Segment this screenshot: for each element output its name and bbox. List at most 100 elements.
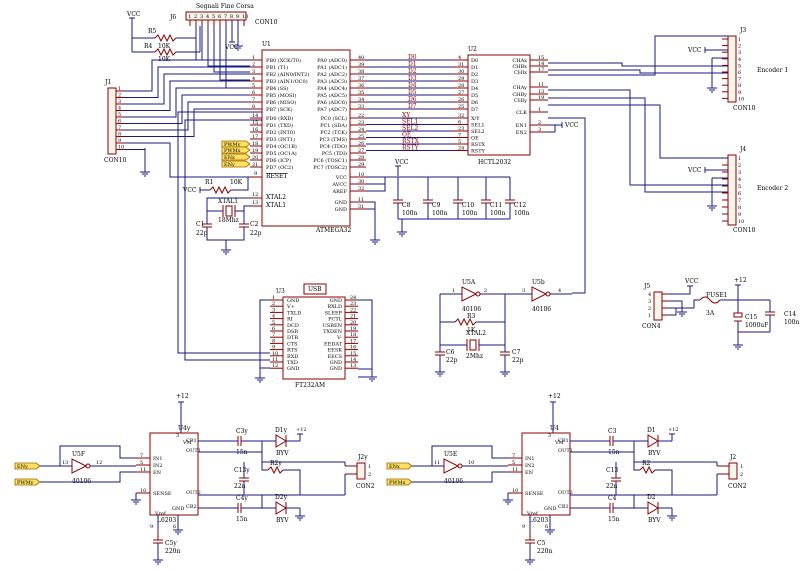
vcc-top-left: VCC (126, 11, 141, 36)
cap-c3: C3y (236, 428, 248, 435)
svg-text:C14: C14 (784, 311, 796, 318)
u3-pin-name: V- (336, 335, 342, 341)
cap-c4: C4 (608, 495, 617, 502)
cap-value: 100n (402, 210, 417, 217)
u1-pin-name: PC5 (TDI) (322, 150, 347, 157)
u2-pin-num: 27 (458, 90, 464, 96)
data-line-D4: D4 (408, 82, 417, 89)
pin-vm: VM (554, 440, 564, 446)
vcc-j6: VCC (224, 20, 244, 51)
u1-pin-name: PC7 (TOSC2) (313, 164, 347, 171)
j6-pin-5: 5 (212, 14, 215, 20)
svg-text:2Mhz: 2Mhz (466, 353, 483, 360)
net-label-PWMy (221, 140, 251, 148)
u2-pin-num: 23 (458, 126, 464, 132)
encoder-wires (548, 35, 728, 193)
u2-pin-name: CHAy (513, 85, 528, 91)
ctrl-line-RSTY: RSTY (402, 145, 420, 152)
u1-pin-num: 40 (358, 55, 364, 61)
u1-pin-num: 35 (358, 90, 364, 96)
svg-text:ATMEGA32: ATMEGA32 (315, 227, 351, 234)
j1-pin-8: 8 (118, 132, 121, 138)
j3pins-pin-9: 9 (738, 90, 741, 96)
cap-c3: C3 (608, 428, 617, 435)
u2-pin-name: X/Y (471, 116, 480, 122)
u1-pin-name: PB0 (XCK/T0) (266, 57, 301, 64)
u2-pin-name: CHIy (514, 98, 527, 104)
u3-pin-name: GND (330, 298, 342, 304)
u1-pin-num: 3 (252, 69, 255, 75)
u1-pin-name: PB1 (T1) (266, 64, 288, 71)
u2-pin-name: D2 (471, 72, 478, 78)
u3-pin-num: 21 (350, 314, 356, 320)
j4pins-pin-7: 7 (738, 198, 741, 204)
svg-text:1000uF: 1000uF (745, 322, 768, 329)
svg-text:U5A: U5A (462, 279, 476, 286)
j1-pin-2: 2 (118, 93, 121, 99)
inverter-ref: U5E (444, 451, 457, 458)
j5-pin-4: 4 (648, 292, 651, 298)
svg-text:VCC: VCC (182, 187, 197, 194)
svg-text:VCC: VCC (224, 44, 239, 51)
l6203-name: L6203 (157, 517, 176, 524)
u2-pin-num: 11 (538, 82, 544, 88)
data-line-D7: D7 (408, 103, 417, 110)
u1-pin-num: 39 (358, 62, 364, 68)
ft232-wires (177, 111, 378, 383)
j1-wire (124, 94, 250, 124)
u1-pin-name: PC0 (SCL) (321, 115, 347, 122)
svg-text:HCTL2032: HCTL2032 (478, 159, 511, 166)
j1-wire (124, 73, 250, 105)
u1-pin-num: 1 (252, 55, 255, 61)
u3-pin-name: CTS (287, 341, 298, 347)
svg-text:CON10: CON10 (733, 227, 756, 234)
u2-pin-num: 19 (538, 95, 544, 101)
u2-pin-num: 30 (458, 69, 464, 75)
plus12: +12 (548, 393, 561, 400)
pin-in2: IN2 (525, 463, 535, 469)
connector-name: CON2 (728, 483, 747, 490)
pin-n: 3 (548, 433, 551, 439)
cap-c5: C5y (165, 540, 177, 547)
u1-pin-name: PD7 (OC2) (266, 164, 293, 171)
u1-pin-name: AVCC (331, 182, 347, 188)
u3-pin-name: EESK (328, 348, 343, 354)
plus12: +12 (296, 427, 307, 433)
u1-pin-num: 8 (252, 104, 255, 110)
j3pins-pin-6: 6 (738, 70, 741, 76)
svg-text:XTAL1: XTAL1 (218, 198, 238, 205)
data-line-D1: D1 (408, 61, 417, 68)
svg-text:18Mhz: 18Mhz (218, 217, 239, 224)
u3-pin-name: TXDEN (323, 329, 343, 335)
u2-pin-name: D5 (471, 93, 478, 99)
svg-text:10K: 10K (230, 179, 243, 186)
j1-wire (124, 87, 250, 118)
j4pins-pin-5: 5 (738, 184, 741, 190)
u1-pin-name: PA5 (ADC5) (317, 92, 347, 99)
u3-pin-num: 1 (272, 295, 275, 301)
data-line-D3: D3 (408, 75, 417, 82)
pin-cb2: CB2 (558, 504, 569, 510)
u1-pin-name: PA1 (ADC1) (317, 64, 347, 71)
svg-text:9: 9 (254, 171, 257, 177)
j6-name: CON10 (255, 19, 278, 26)
pin-out1: OUT1 (186, 448, 201, 454)
svg-text:22p: 22p (512, 357, 524, 364)
pin-number: 5 (512, 460, 515, 466)
u2-pin-name: RSTY (471, 149, 486, 155)
u1-pin-num: 18 (252, 141, 258, 147)
u1-pin-name: PD2 (INT0) (266, 129, 295, 136)
crystal-xtal1: XTAL1 18Mhz C1 22p C2 22p (196, 197, 262, 255)
u1-pin-name: PC1 (SDA) (320, 122, 347, 129)
u1-pin-num: 21 (252, 162, 258, 168)
j3pins-pin-10: 10 (738, 96, 744, 102)
j6-wire (213, 26, 250, 73)
svg-text:VCC: VCC (687, 47, 702, 54)
cap-c9: C9 (432, 202, 441, 209)
motor-driver-x: L6203U4+12VM3IN1IN2ENSENSEVrefGNDCB1OUT1… (386, 393, 747, 565)
pin-out2: OUT2 (186, 490, 201, 496)
u2-pin-name: EN1 (516, 123, 527, 129)
cap-value: 100n (432, 210, 447, 217)
